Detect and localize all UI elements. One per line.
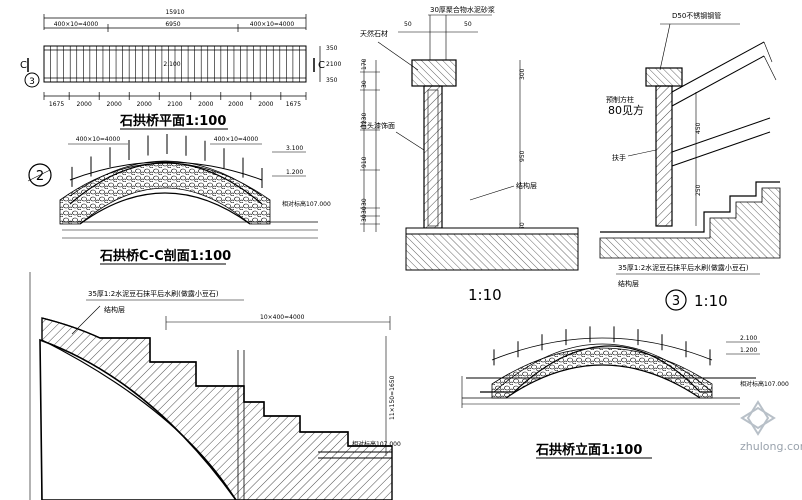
plan-bottom-dim: 2000: [228, 101, 243, 108]
detail1-left-dim: 30: [361, 206, 368, 214]
stair-elev: 相对标高107.000: [352, 440, 401, 448]
detail1-left-dim: 1230: [361, 113, 368, 128]
detail1-top-dim-2: 50: [464, 21, 472, 28]
detail1-top-dim-1: 50: [404, 21, 412, 28]
plan-bottom-dim: 1675: [49, 101, 64, 108]
stair-struct-label: 结构层: [104, 305, 125, 314]
detail1-paint-label: 石头漆饰面: [360, 121, 395, 130]
detail-post: 30厚聚合物水泥砂浆 50 50 天然石材 石头漆饰面 结构层 170 30 123…: [360, 5, 579, 304]
plan-top-dim-1: 400×10=4000: [54, 21, 99, 28]
elev-level-2: 1.200: [740, 347, 757, 354]
plan-bottom-dim: 2000: [137, 101, 152, 108]
plan-bottom-dim: 2000: [107, 101, 122, 108]
stair-side-dim: 11×150=1650: [389, 375, 396, 420]
plan-bottom-dim: 2100: [167, 101, 182, 108]
stair-section: 35厚1:2水泥豆石抹平后水刷(做露小豆石) 结构层 10×400=4000 1…: [29, 272, 401, 500]
plan-title: 石拱桥平面1:100: [119, 113, 226, 129]
detail3-pipe-label: D50不锈钢钢管: [672, 11, 721, 20]
section-mark-left: C: [20, 60, 27, 71]
plan-callout: 3: [29, 77, 35, 87]
plan-view: 15910 400×10=4000 6950 400×10=4000 2.100…: [20, 9, 341, 130]
plan-top-dim-3: 400×10=4000: [250, 21, 295, 28]
detail1-left-dim: 30: [361, 80, 368, 88]
detail1-left-dim: 30: [361, 198, 368, 206]
plan-right-dim-2: 2100: [326, 61, 341, 68]
detail3-dim-1: 450: [695, 122, 702, 134]
detail3-post-size: 80见方: [608, 103, 644, 117]
section-callout: 2: [36, 169, 44, 184]
detail1-right-dim-2: 950: [519, 150, 526, 162]
elevation-title: 石拱桥立面1:100: [535, 442, 642, 458]
detail3-scale: 1:10: [694, 292, 728, 310]
elev-level-1: 2.100: [740, 335, 757, 342]
plan-top-dim-2: 6950: [165, 21, 180, 28]
section-right-dim: 400×10=4000: [214, 136, 259, 143]
detail1-right-dim-1: 300: [519, 68, 526, 80]
detail3-floor-label: 35厚1:2水泥豆石抹平后水刷(做露小豆石): [618, 263, 749, 272]
detail1-left-dim: 170: [361, 58, 368, 70]
plan-center-label: 2.100: [163, 61, 180, 68]
watermark: zhulong.com: [740, 400, 802, 453]
detail1-struct-label: 结构层: [516, 181, 537, 190]
section-mark-right: C: [318, 60, 325, 71]
stair-finish-label: 35厚1:2水泥豆石抹平后水刷(做露小豆石): [88, 289, 219, 298]
section-elev-2: 1.200: [286, 169, 303, 176]
section-title: 石拱桥C-C剖面1:100: [99, 248, 231, 264]
stair-top-dim: 10×400=4000: [260, 314, 305, 321]
detail3-callout: 3: [672, 294, 680, 309]
detail1-stone-label: 天然石材: [360, 29, 388, 38]
detail1-left-dim: 910: [361, 156, 368, 168]
detail3-dim-2: 250: [695, 184, 702, 196]
section-elev-1: 3.100: [286, 145, 303, 152]
detail1-scale: 1:10: [468, 286, 502, 304]
plan-bottom-dim: 1675: [286, 101, 301, 108]
detail3-bar-label: 扶手: [612, 153, 626, 162]
plan-bottom-dim: 2000: [258, 101, 273, 108]
detail-railing: D50不锈钢钢管 预制方柱 80见方 扶手 450 250 35厚1:2水泥豆石…: [599, 11, 781, 311]
detail1-left-dim: 30: [361, 214, 368, 222]
plan-bottom-dim: 2000: [198, 101, 213, 108]
watermark-text: zhulong.com: [740, 440, 802, 453]
elevation-view: 2.100 1.200 相对标高107.000 石拱桥立面1:100: [461, 326, 789, 459]
detail1-top-label: 30厚聚合物水泥砂浆: [430, 5, 495, 14]
detail3-post-label: 预制方柱: [606, 95, 634, 104]
plan-right-dim-3: 350: [326, 77, 338, 84]
elev-ground-note: 相对标高107.000: [740, 380, 789, 388]
detail3-struct-label: 结构层: [618, 279, 639, 288]
section-ground-note: 相对标高107.000: [282, 200, 331, 208]
section-cc-view: 2 400×10=4000 400×10=4000 3.100 1.200 相对…: [27, 134, 331, 265]
plan-overall-dim: 15910: [165, 9, 184, 16]
detail1-right-dim-3: 50: [519, 222, 526, 230]
plan-right-dim-1: 350: [326, 45, 338, 52]
plan-bottom-dim: 2000: [77, 101, 92, 108]
section-left-dim: 400×10=4000: [76, 136, 121, 143]
